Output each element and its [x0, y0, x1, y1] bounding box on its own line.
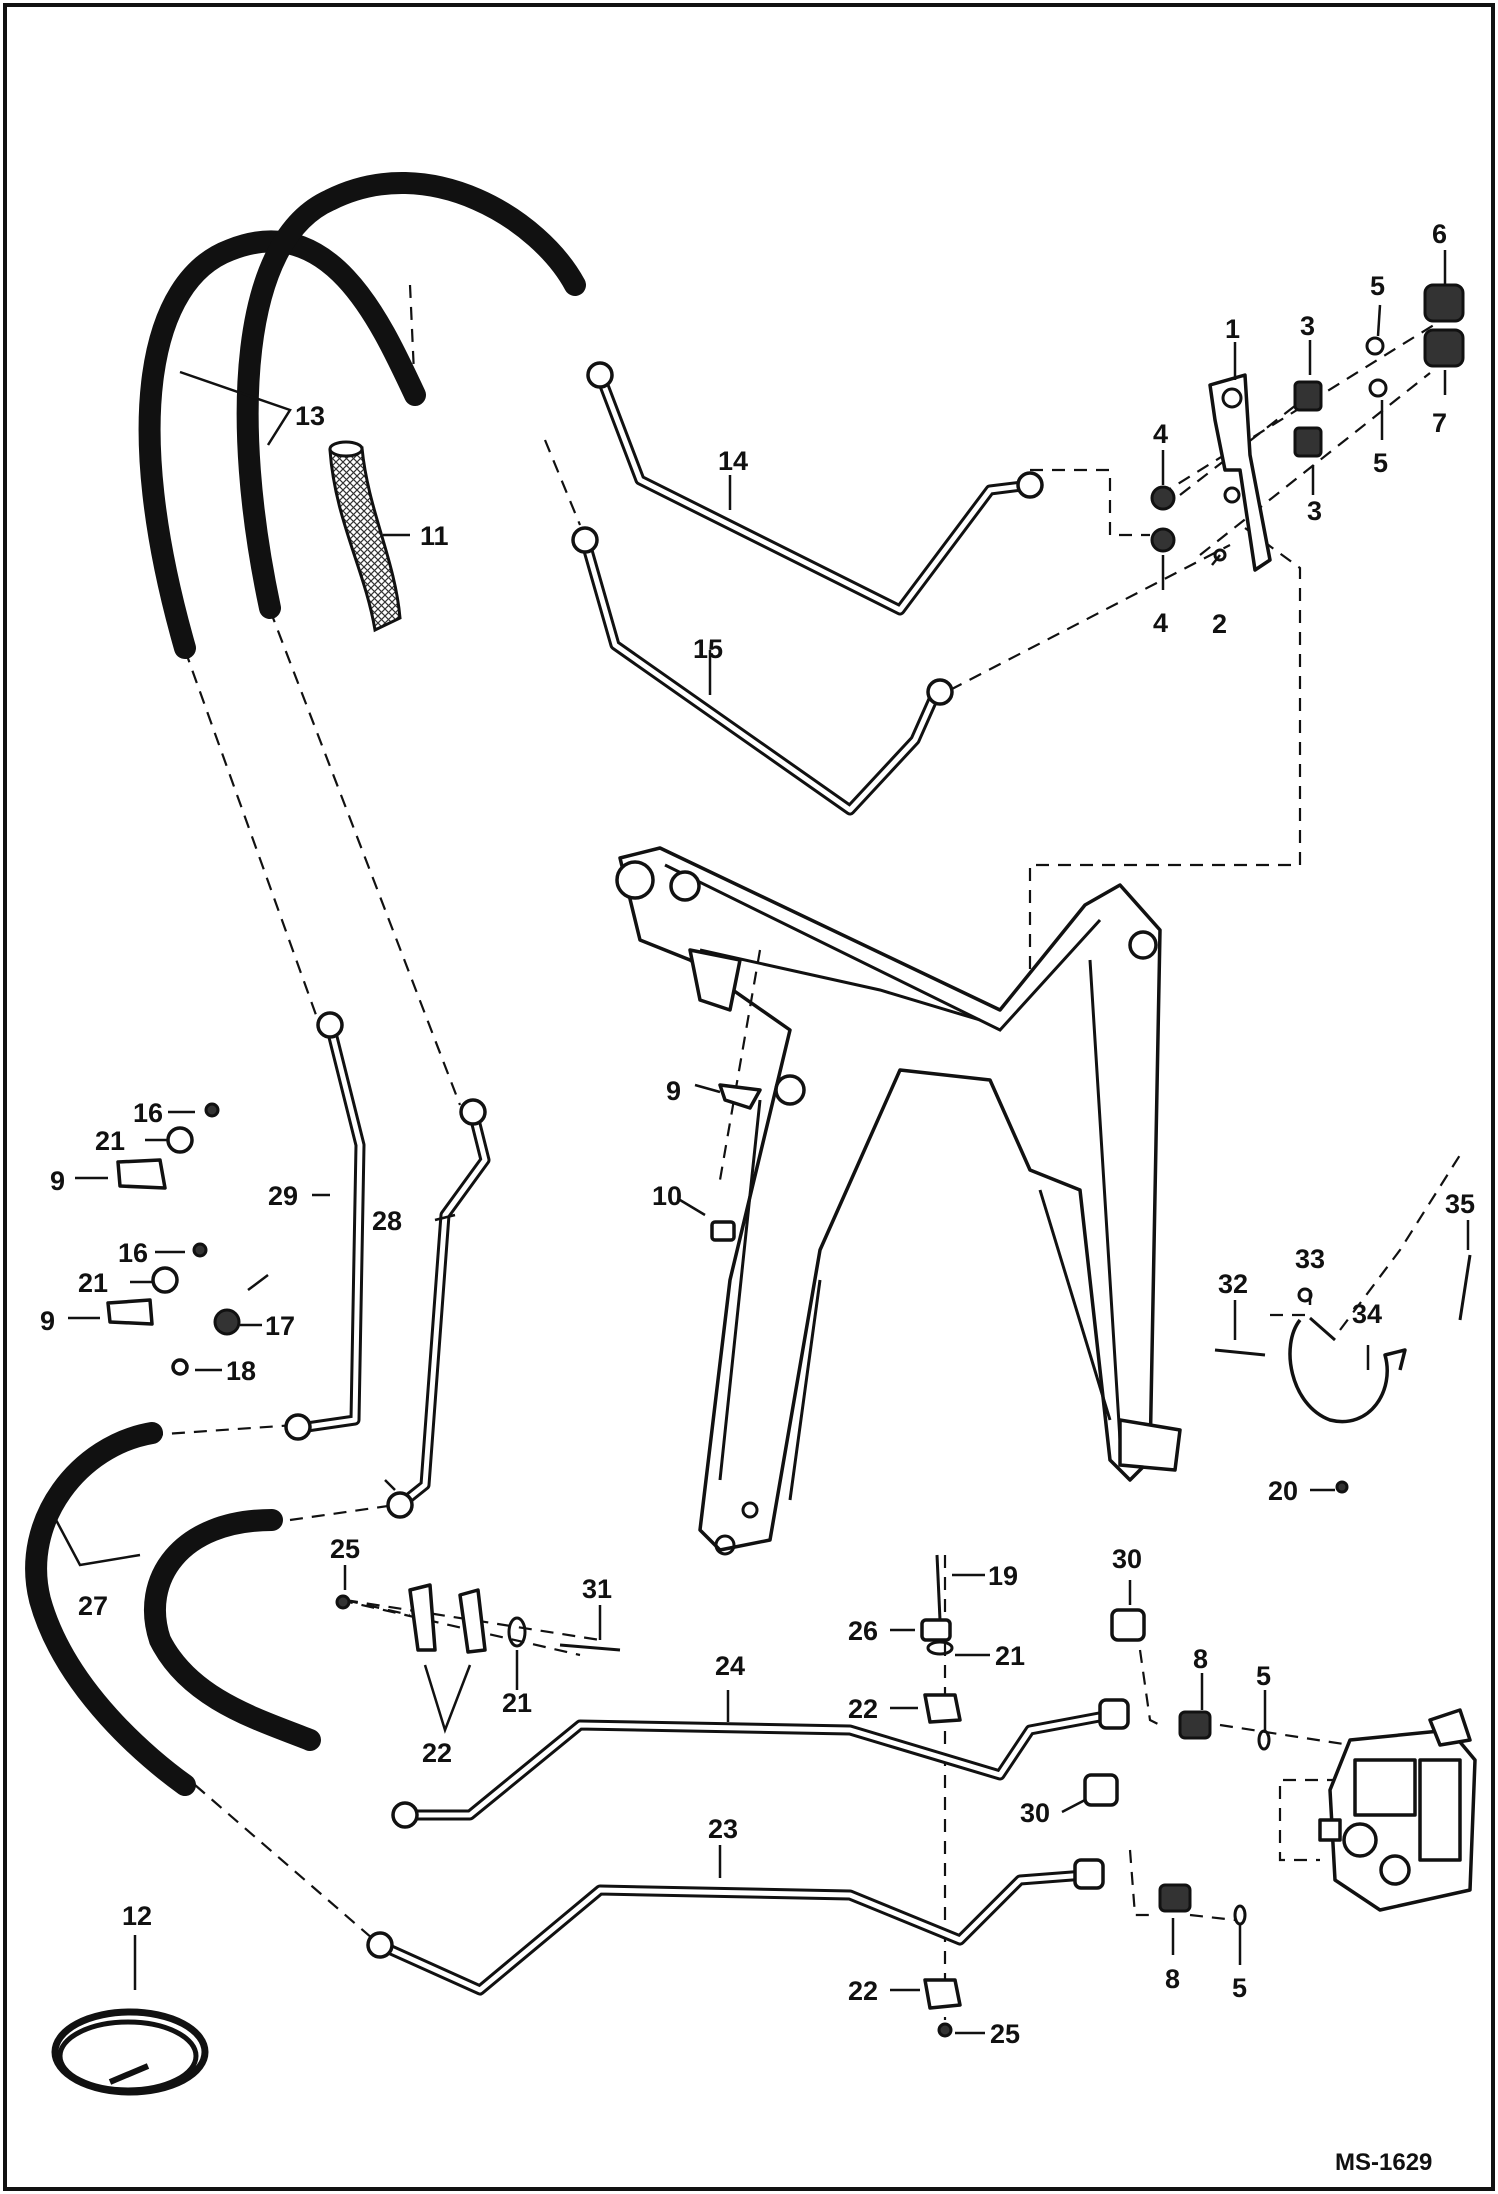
tube-28 — [386, 1098, 491, 1519]
callout-4: 4 — [1153, 608, 1168, 638]
bracket-1 — [1208, 373, 1272, 572]
callout-16: 16 — [118, 1238, 148, 1268]
fittings-3-5-6-7 — [1293, 283, 1465, 458]
callout-17: 17 — [265, 1311, 295, 1341]
callout-26: 26 — [848, 1616, 878, 1646]
callout-13: 13 — [295, 401, 325, 431]
callout-19: 19 — [988, 1561, 1018, 1591]
tube-14 — [586, 361, 1044, 616]
callout-34: 34 — [1352, 1299, 1382, 1329]
callout-25: 25 — [990, 2019, 1020, 2049]
callout-5: 5 — [1256, 1661, 1271, 1691]
callout-21: 21 — [78, 1268, 108, 1298]
tube-29 — [284, 1011, 366, 1441]
callout-9: 9 — [40, 1306, 55, 1336]
hose-27-pair — [25, 1422, 321, 1796]
callout-11: 11 — [420, 521, 449, 551]
callout-9: 9 — [50, 1166, 65, 1196]
callout-29: 29 — [268, 1181, 298, 1211]
hose-shield-11 — [328, 440, 402, 633]
callout-labels: 1 2 3 3 4 4 5 5 5 5 6 7 8 8 9 9 9 10 11 … — [40, 219, 1475, 2049]
callout-3: 3 — [1300, 311, 1315, 341]
callout-16: 16 — [133, 1098, 163, 1128]
left-clamps-9-16-21 — [106, 1102, 269, 1376]
callout-14: 14 — [718, 446, 748, 476]
callout-5: 5 — [1370, 271, 1385, 301]
diagram-border — [3, 3, 1495, 2191]
callout-4: 4 — [1153, 419, 1168, 449]
bracket-32-35 — [1214, 1254, 1472, 1494]
callout-22: 22 — [422, 1738, 452, 1768]
callout-35: 35 — [1445, 1189, 1475, 1219]
control-valve — [1318, 1708, 1477, 1912]
callout-18: 18 — [226, 1356, 256, 1386]
callout-22: 22 — [848, 1694, 878, 1724]
clamp-parts-9-10 — [710, 1083, 762, 1242]
callout-15: 15 — [693, 634, 723, 664]
callout-1: 1 — [1225, 314, 1240, 344]
callout-3: 3 — [1307, 496, 1322, 526]
callout-9: 9 — [666, 1076, 681, 1106]
callout-5: 5 — [1232, 1973, 1247, 2003]
callout-2: 2 — [1212, 609, 1227, 639]
callout-30: 30 — [1112, 1544, 1142, 1574]
callout-8: 8 — [1165, 1964, 1180, 1994]
callout-28: 28 — [372, 1206, 402, 1236]
callout-21: 21 — [95, 1126, 125, 1156]
tubing-coil-12 — [51, 2008, 209, 2096]
callout-12: 12 — [122, 1901, 152, 1931]
callout-6: 6 — [1432, 219, 1447, 249]
callout-31: 31 — [582, 1574, 612, 1604]
nuts-4 — [1150, 485, 1227, 562]
callout-5: 5 — [1373, 448, 1388, 478]
callout-20: 20 — [1268, 1476, 1298, 1506]
fittings-8-30 — [1083, 1608, 1271, 1926]
callout-10: 10 — [652, 1181, 682, 1211]
callout-21: 21 — [995, 1641, 1025, 1671]
tube-15 — [571, 526, 954, 816]
callout-33: 33 — [1295, 1244, 1325, 1274]
lift-arm-assembly — [615, 846, 1182, 1556]
callout-24: 24 — [715, 1651, 745, 1681]
callout-8: 8 — [1193, 1644, 1208, 1674]
tube-24 — [391, 1698, 1130, 1829]
center-clamps-19-22-26-31 — [335, 1554, 962, 2038]
drawing-code: MS-1629 — [1335, 2149, 1432, 2176]
connection-dashes — [149, 284, 1461, 2020]
callout-22: 22 — [848, 1976, 878, 2006]
callout-25: 25 — [330, 1534, 360, 1564]
callout-30: 30 — [1020, 1798, 1050, 1828]
tube-23 — [366, 1858, 1105, 1996]
leader-lines — [53, 250, 1470, 2035]
callout-32: 32 — [1218, 1269, 1248, 1299]
callout-21: 21 — [502, 1688, 532, 1718]
callout-7: 7 — [1432, 408, 1447, 438]
hose-13-pair — [138, 172, 586, 659]
callout-27: 27 — [78, 1591, 108, 1621]
callout-23: 23 — [708, 1814, 738, 1844]
